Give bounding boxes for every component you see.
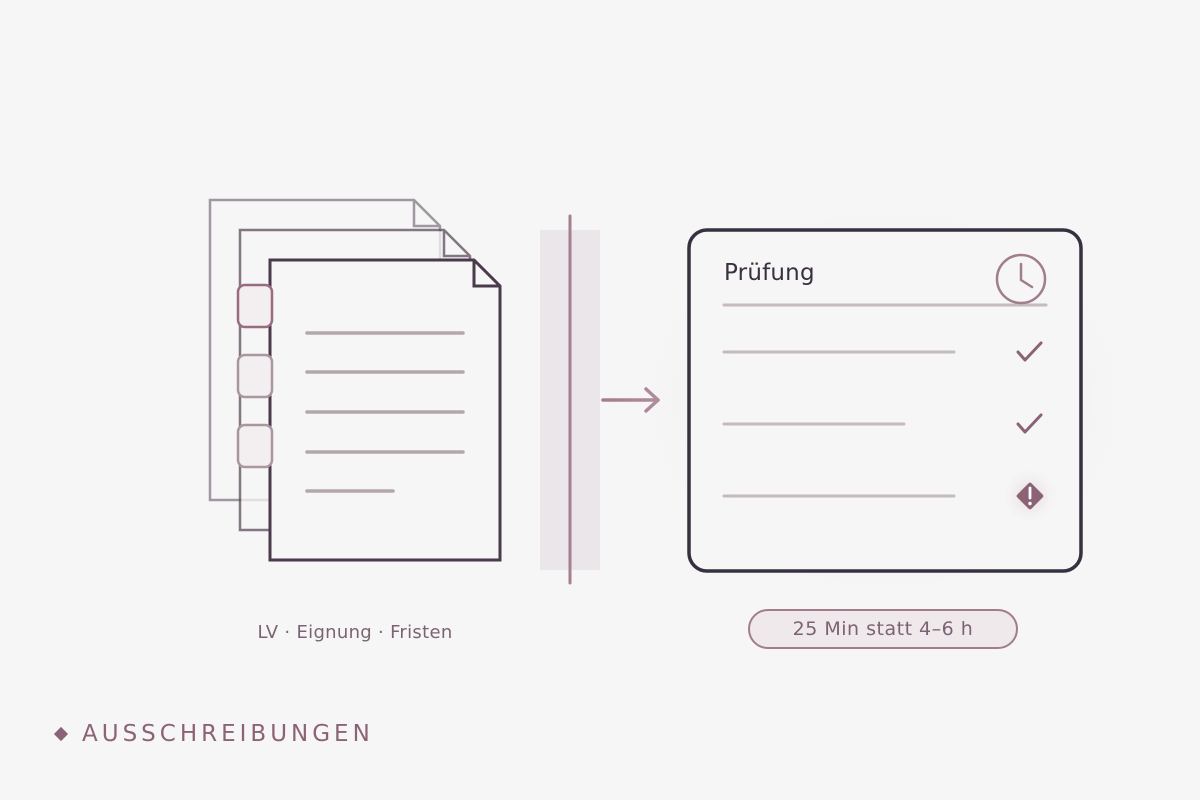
document-front	[268, 258, 502, 562]
divider	[540, 214, 600, 585]
tab-active	[236, 283, 274, 329]
clock-icon	[995, 253, 1047, 305]
diamond-icon	[53, 726, 69, 742]
result-card	[687, 228, 1083, 573]
checkmark-icon	[1016, 341, 1043, 362]
document-text-lines	[305, 331, 465, 493]
card-title: Prüfung	[724, 260, 815, 286]
document-caption: LV · Eignung · Fristen	[257, 622, 453, 643]
footer-label-text: AUSSCHREIBUNGEN	[82, 721, 374, 747]
document-tabs	[236, 283, 274, 469]
tab	[236, 423, 274, 469]
time-badge: 25 Min statt 4–6 h	[748, 609, 1018, 649]
warning-diamond-icon	[1016, 482, 1044, 510]
footer-category: AUSSCHREIBUNGEN	[53, 721, 374, 747]
tab	[236, 353, 274, 399]
document-stack	[208, 198, 502, 562]
card-item-lines	[722, 350, 956, 498]
checkmark-icon	[1016, 413, 1043, 434]
